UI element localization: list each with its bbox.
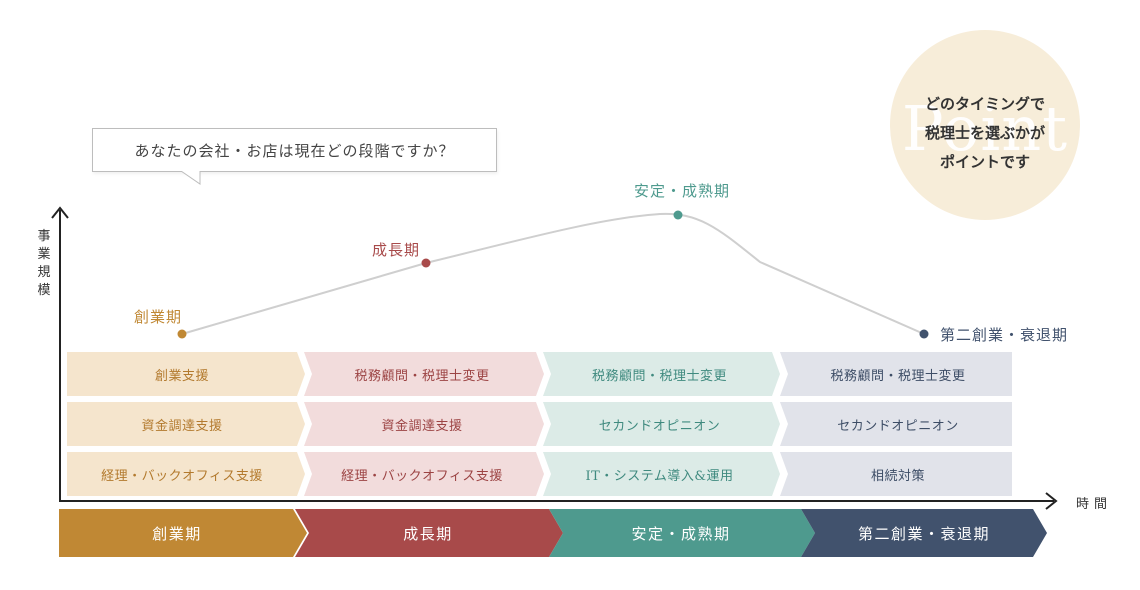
y-axis-label: 事業規模 (37, 229, 51, 298)
phase-bar-daini (801, 509, 1047, 557)
phase-bar-seicho (295, 509, 563, 557)
cell-antei-3: IT・システム導入&運用 (585, 468, 734, 484)
x-axis-label: 時間 (1076, 497, 1113, 512)
point-watermark: Point (901, 92, 1069, 165)
phase-label-seicho: 成長期 (403, 525, 453, 543)
x-axis-arrow (1045, 492, 1058, 510)
cell-sogyo-3: 経理・バックオフィス支援 (101, 468, 263, 484)
point-sogyo (177, 329, 187, 339)
cell-bg-c2r3 (304, 452, 544, 496)
cell-bg-c1r3 (67, 452, 305, 496)
cell-daini-2: セカンドオピニオン (837, 418, 959, 434)
phase-label-sogyo: 創業期 (152, 525, 202, 543)
cell-daini-1: 税務顧問・税理士変更 (830, 368, 966, 384)
cell-bg-c4r2 (780, 402, 1012, 446)
curve-label-seicho: 成長期 (372, 241, 421, 259)
cell-bg-c4r1 (780, 352, 1012, 396)
point-line-1: どのタイミングで (924, 95, 1045, 113)
cell-antei-2: セカンドオピニオン (598, 418, 721, 434)
curve-label-sogyo: 創業期 (134, 308, 183, 326)
y-axis-arrow (51, 206, 69, 219)
point-circle: Point どのタイミングで 税理士を選ぶかが ポイントです (890, 30, 1080, 220)
cell-bg-c1r1 (67, 352, 305, 396)
cell-daini-3: 相続対策 (870, 468, 925, 484)
curve-label-daini: 第二創業・衰退期 (940, 326, 1069, 344)
bubble-tail (180, 171, 201, 185)
point-daini (919, 329, 929, 339)
cell-seicho-1: 税務顧問・税理士変更 (354, 368, 490, 384)
curve-label-antei: 安定・成熟期 (634, 182, 731, 200)
cell-seicho-3: 経理・バックオフィス支援 (341, 468, 503, 484)
point-line-3: ポイントです (939, 153, 1030, 171)
cell-bg-c1r2 (67, 402, 305, 446)
point-antei (673, 210, 683, 220)
point-seicho (421, 258, 431, 268)
phase-bar-sogyo (59, 509, 307, 557)
growth-curve (181, 212, 925, 335)
cell-bg-c3r2 (543, 402, 780, 446)
point-message: どのタイミングで 税理士を選ぶかが ポイントです (890, 90, 1080, 177)
cell-bg-c3r1 (543, 352, 780, 396)
cell-seicho-2: 資金調達支援 (381, 418, 463, 434)
cell-bg-c2r2 (304, 402, 544, 446)
question-text: あなたの会社・お店は現在どの段階ですか？ (134, 141, 455, 160)
cell-antei-1: 税務顧問・税理士変更 (591, 368, 727, 384)
cell-sogyo-2: 資金調達支援 (141, 418, 223, 434)
point-line-2: 税理士を選ぶかが (924, 124, 1045, 142)
phase-label-antei: 安定・成熟期 (631, 525, 731, 543)
cell-bg-c2r1 (304, 352, 544, 396)
cell-bg-c4r3 (780, 452, 1012, 496)
cell-sogyo-1: 創業支援 (154, 368, 209, 384)
phase-label-daini: 第二創業・衰退期 (857, 525, 990, 543)
question-bubble: あなたの会社・お店は現在どの段階ですか？ (92, 128, 497, 172)
cell-bg-c3r3 (543, 452, 780, 496)
phase-bar-antei (549, 509, 815, 557)
